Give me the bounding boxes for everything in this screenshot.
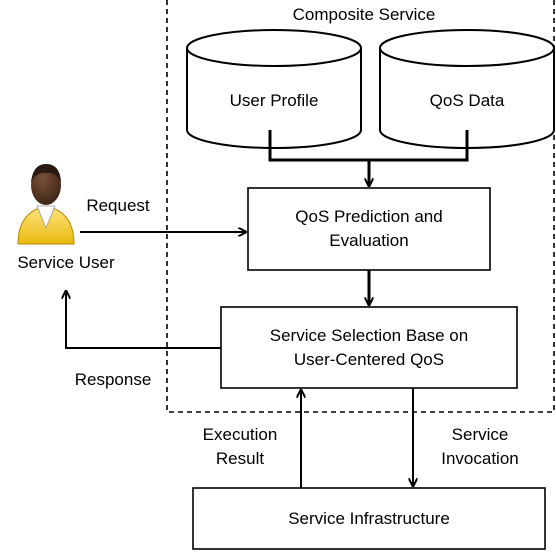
response-arrow [66,291,221,349]
composite-service-boundary [166,0,555,413]
qos-prediction-box [247,187,491,271]
service-infrastructure-box [192,487,546,550]
composite-service-title: Composite Service [292,5,436,24]
qos-data-label: QoS Data [429,91,505,110]
response-label: Response [74,370,152,389]
user-profile-store [186,29,362,149]
invocation-line1: Service [451,425,509,444]
user-profile-label: User Profile [229,91,319,110]
service-selection-line2: User-Centered QoS [293,349,445,369]
service-user-label: Service User [17,253,115,272]
execution-line1: Execution [202,425,278,444]
service-infrastructure-label: Service Infrastructure [288,508,450,528]
service-selection-box [220,306,518,389]
qos-prediction-line1: QoS Prediction and [295,207,443,226]
service-selection-text: Service Selection Base on User-Centered … [221,307,517,388]
execution-line2: Result [215,449,265,468]
user-icon [17,164,75,245]
qos-data-store [379,29,555,149]
qos-prediction-text: QoS Prediction and Evaluation [248,188,490,270]
execution-result-label: Execution Result [185,423,295,471]
service-selection-line1: Service Selection Base on [269,325,469,345]
request-label: Request [86,196,150,215]
invocation-line2: Invocation [441,449,519,468]
service-invocation-label: Service Invocation [420,423,540,471]
qos-prediction-line2: Evaluation [329,231,409,250]
